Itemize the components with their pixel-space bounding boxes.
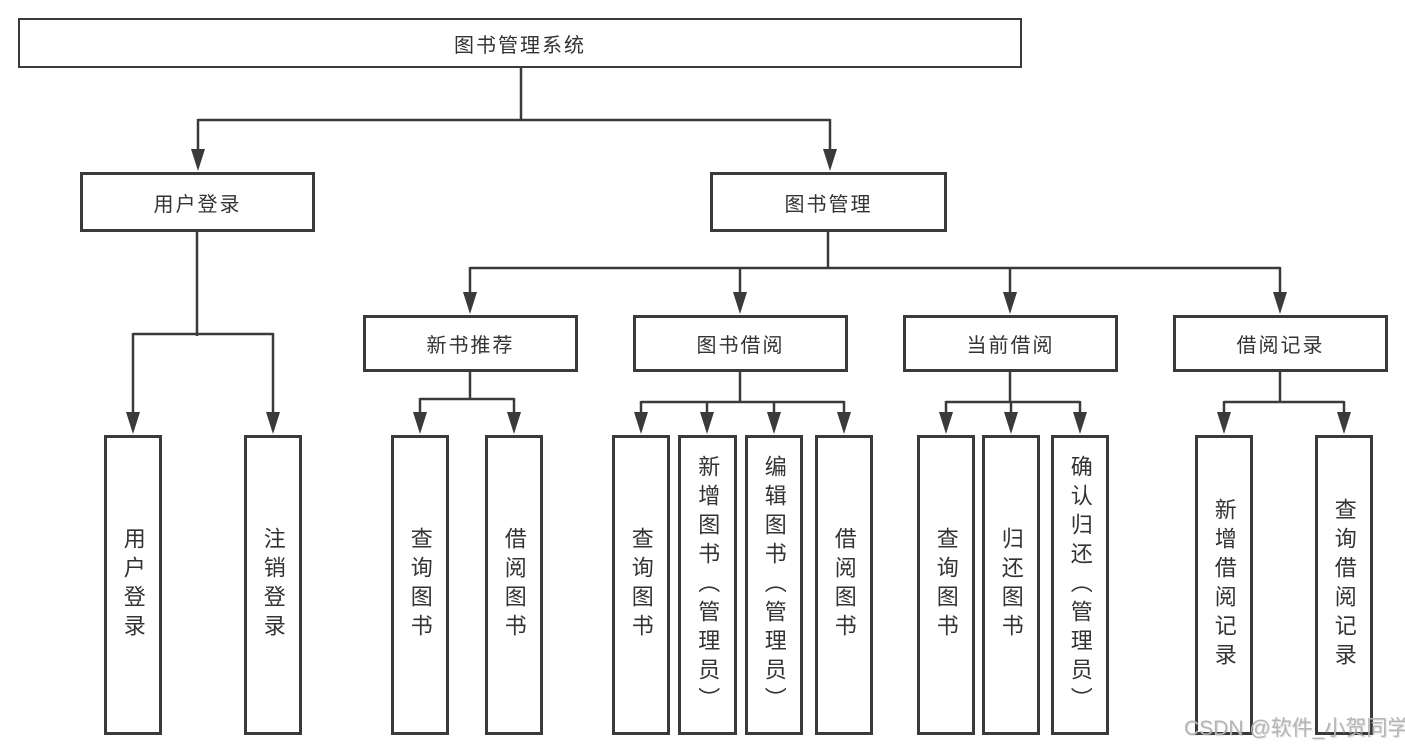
leaf-logout-label: 注销登录 (260, 527, 286, 643)
leaf-bb-query-books-label: 查询图书 (628, 527, 654, 643)
node-new-book-recommend: 新书推荐 (363, 315, 578, 372)
leaf-br-add-record: 新增借阅记录 (1195, 435, 1253, 735)
node-book-borrowing: 图书借阅 (633, 315, 848, 372)
leaf-bb-add-book-admin: 新增图书（管理员） (678, 435, 737, 735)
node-user-login-label: 用户登录 (153, 193, 242, 216)
leaf-br-query-record-label: 查询借阅记录 (1331, 498, 1357, 672)
leaf-bb-borrow-books: 借阅图书 (815, 435, 873, 735)
leaf-nbr-query-books: 查询图书 (391, 435, 449, 735)
leaf-user-login-label: 用户登录 (120, 527, 146, 643)
leaf-bb-edit-book-admin-label: 编辑图书（管理员） (761, 454, 787, 716)
node-user-login: 用户登录 (80, 172, 315, 232)
leaf-bb-add-book-admin-label: 新增图书（管理员） (695, 454, 721, 716)
node-borrowing-records-label: 借阅记录 (1236, 335, 1325, 357)
csdn-watermark: CSDN @软件_小贺同学 (1184, 717, 1405, 740)
leaf-bb-query-books: 查询图书 (612, 435, 670, 735)
leaf-logout: 注销登录 (244, 435, 302, 735)
node-book-borrowing-label: 图书借阅 (696, 335, 785, 357)
node-book-management: 图书管理 (710, 172, 947, 232)
node-current-borrowing-label: 当前借阅 (966, 335, 1055, 357)
leaf-cb-confirm-return-admin-label: 确认归还（管理员） (1067, 454, 1093, 716)
leaf-nbr-query-books-label: 查询图书 (407, 527, 433, 643)
leaf-br-add-record-label: 新增借阅记录 (1211, 498, 1237, 672)
leaf-nbr-borrow-books: 借阅图书 (485, 435, 543, 735)
leaf-cb-query-books-label: 查询图书 (933, 527, 959, 643)
arrowheads (126, 149, 1351, 434)
leaf-cb-confirm-return-admin: 确认归还（管理员） (1051, 435, 1109, 735)
node-borrowing-records: 借阅记录 (1173, 315, 1388, 372)
node-root: 图书管理系统 (18, 18, 1022, 68)
leaf-bb-edit-book-admin: 编辑图书（管理员） (745, 435, 803, 735)
leaf-cb-return-books-label: 归还图书 (998, 527, 1024, 643)
node-book-management-label: 图书管理 (784, 193, 873, 216)
leaf-nbr-borrow-books-label: 借阅图书 (501, 527, 527, 643)
node-root-label: 图书管理系统 (454, 34, 586, 57)
leaf-bb-borrow-books-label: 借阅图书 (831, 527, 857, 643)
leaf-cb-return-books: 归还图书 (982, 435, 1040, 735)
leaf-cb-query-books: 查询图书 (917, 435, 975, 735)
node-new-book-recommend-label: 新书推荐 (426, 335, 515, 357)
node-current-borrowing: 当前借阅 (903, 315, 1118, 372)
leaf-br-query-record: 查询借阅记录 (1315, 435, 1373, 735)
leaf-user-login: 用户登录 (104, 435, 162, 735)
